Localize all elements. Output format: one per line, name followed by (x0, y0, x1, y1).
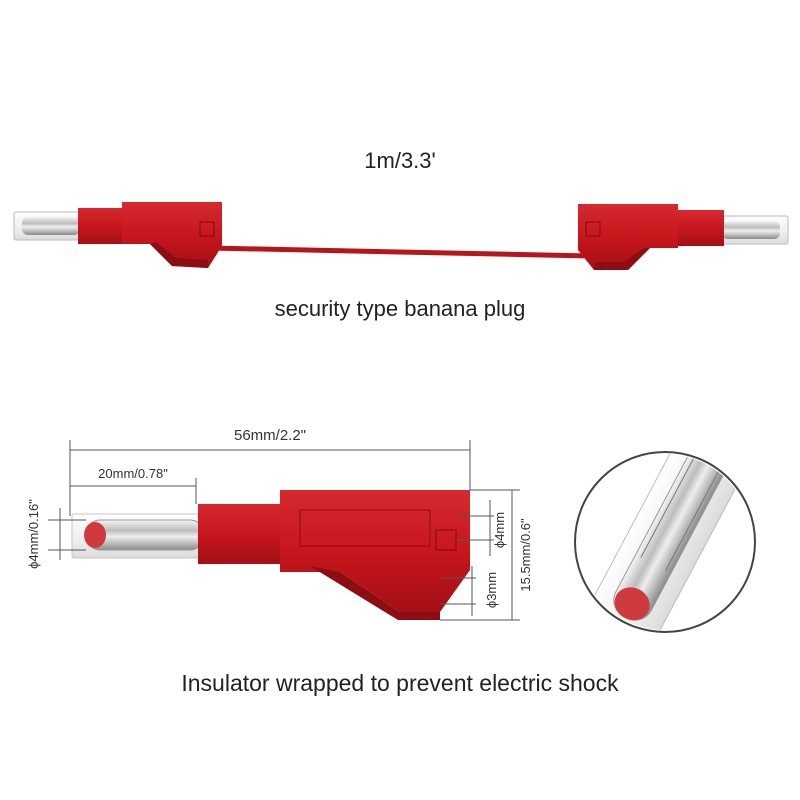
cable-length-label: 1m/3.3' (364, 148, 436, 173)
cable-hole-diameter-label: ϕ3mm (484, 572, 499, 608)
cable-assembly (13, 202, 789, 270)
socket-diameter-label: ϕ4mm (492, 512, 507, 548)
dimensioned-plug (71, 490, 470, 620)
plug-type-caption: security type banana plug (274, 296, 526, 321)
overall-length-label: 56mm/2.2" (234, 427, 306, 444)
dimension-lines (48, 440, 520, 621)
cable-wire (209, 245, 591, 259)
pin-diameter-label: ϕ4mm/0.16" (26, 499, 41, 569)
pin-length-label: 20mm/0.78" (98, 466, 168, 481)
insulator-closeup (574, 451, 756, 633)
right-banana-plug (578, 204, 789, 270)
insulator-caption: Insulator wrapped to prevent electric sh… (181, 670, 619, 696)
left-banana-plug (13, 202, 222, 268)
body-height-label: 15.5mm/0.6" (518, 518, 533, 592)
